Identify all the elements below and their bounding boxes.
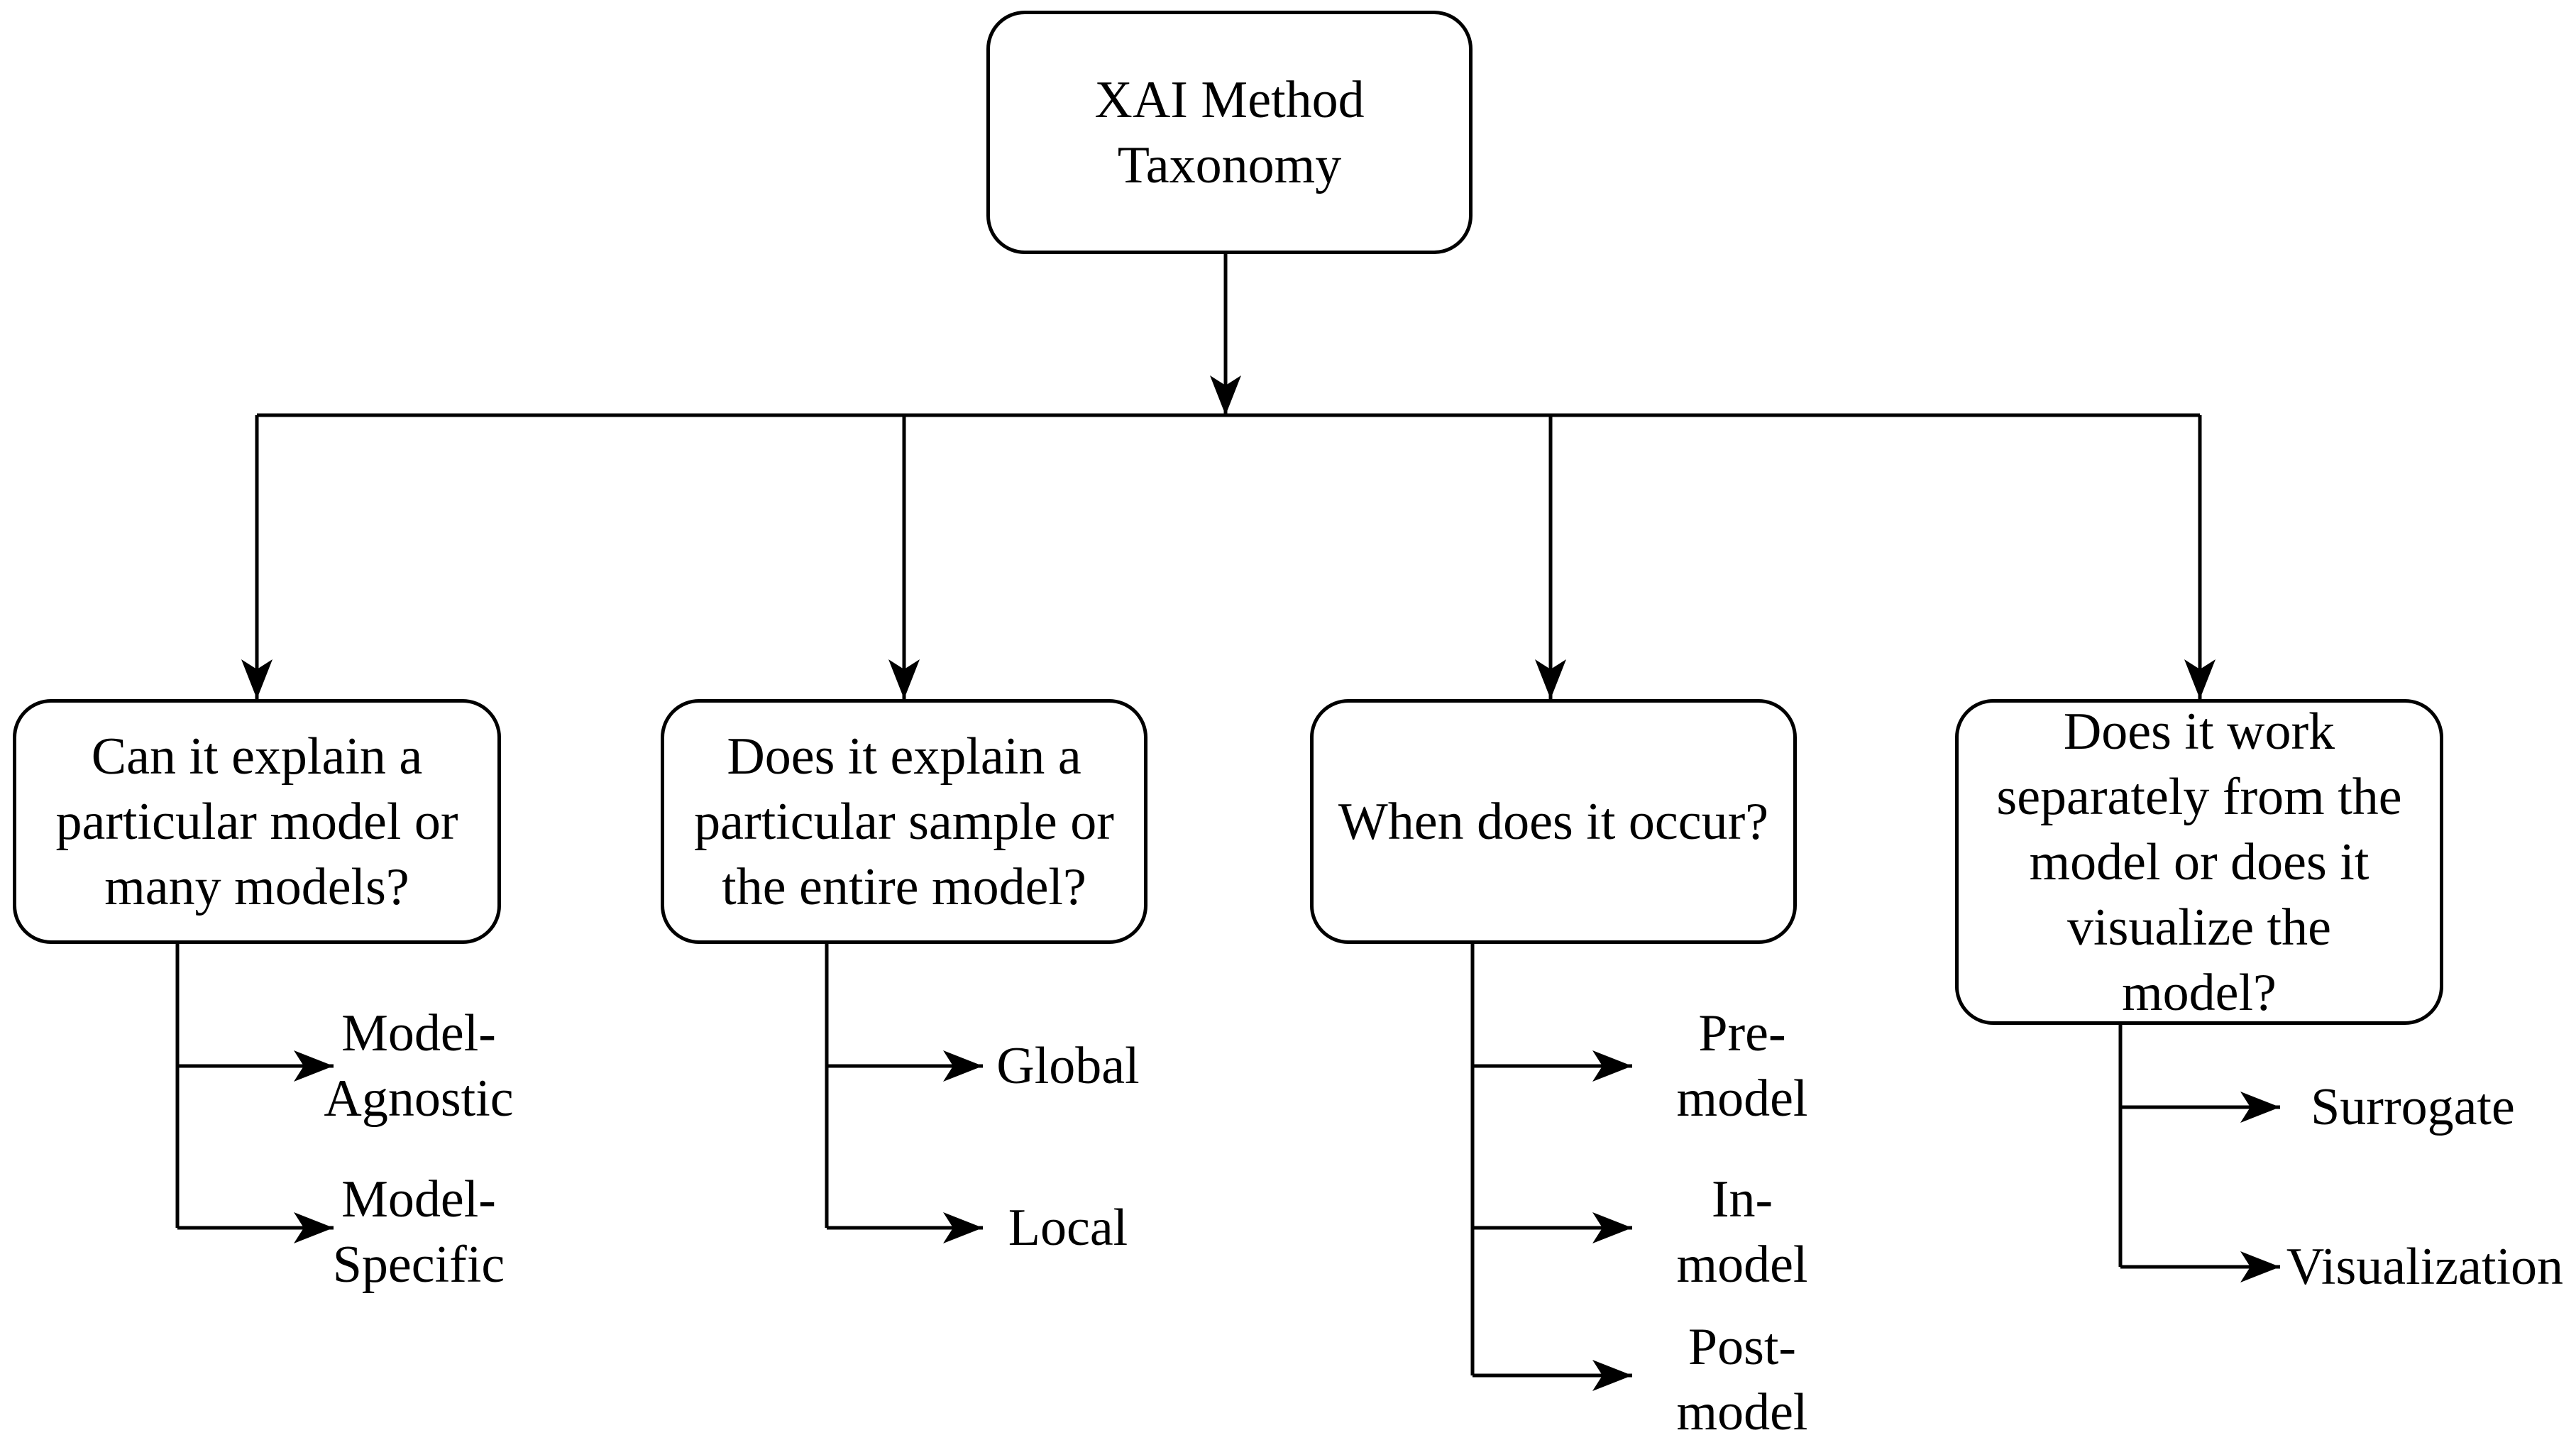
option-model-agnostic: Model- Agnostic bbox=[324, 1004, 514, 1128]
question-node-timing: When does it occur? bbox=[1310, 699, 1797, 944]
option-surrogate: Surrogate bbox=[2311, 1078, 2515, 1136]
option-global: Global bbox=[996, 1037, 1140, 1095]
option-in-model: In- model bbox=[1676, 1170, 1808, 1294]
option-model-specific: Model- Specific bbox=[332, 1170, 505, 1294]
question-node-method-type: Does it work separately from the model o… bbox=[1955, 699, 2443, 1025]
root-node: XAI Method Taxonomy bbox=[986, 11, 1473, 254]
option-local: Local bbox=[1008, 1199, 1128, 1257]
question-node-explanation-scope: Does it explain a particular sample or t… bbox=[661, 699, 1147, 944]
option-post-model: Post- model bbox=[1676, 1318, 1808, 1441]
question-node-model-scope: Can it explain a particular model or man… bbox=[13, 699, 501, 944]
option-visualization: Visualization bbox=[2286, 1238, 2564, 1296]
option-pre-model: Pre- model bbox=[1676, 1004, 1808, 1128]
